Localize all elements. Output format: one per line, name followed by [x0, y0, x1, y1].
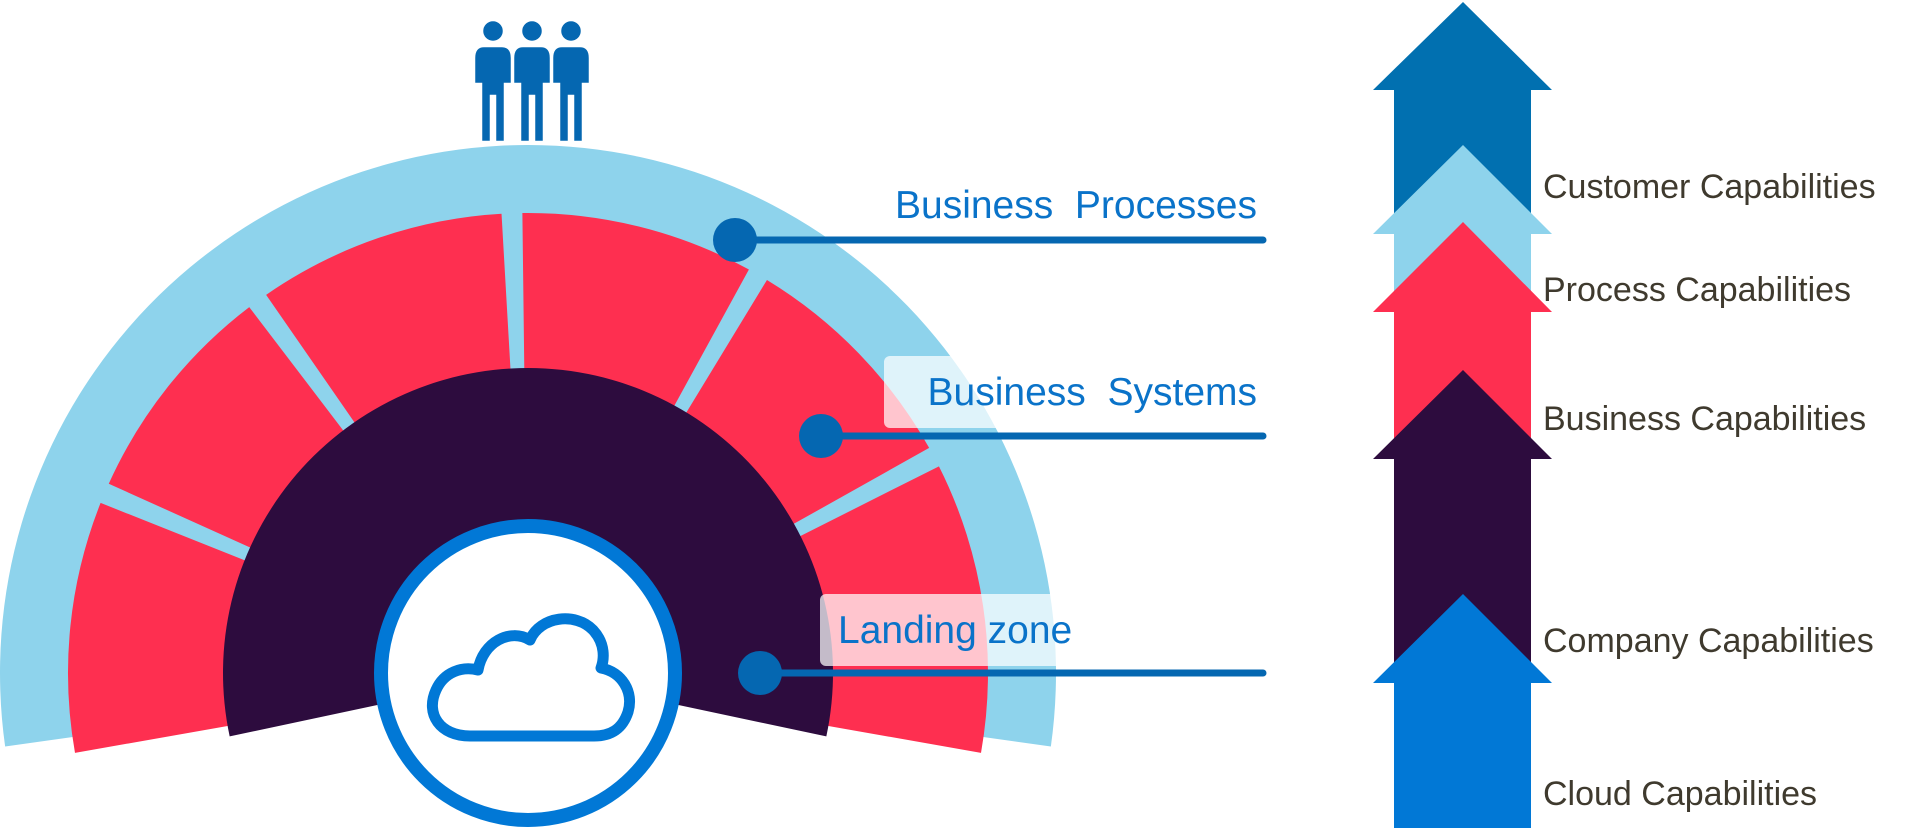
label-company-capabilities: Company Capabilities — [1543, 622, 1874, 660]
red-segment — [522, 212, 749, 410]
arrow-business-capabilities — [1373, 222, 1552, 460]
cloud-disc — [374, 519, 682, 827]
people-group-icon — [472, 18, 592, 144]
person-icon — [550, 18, 592, 144]
label-customer-capabilities: Customer Capabilities — [1543, 168, 1876, 206]
cloud-icon — [426, 613, 635, 742]
callout-dot — [738, 651, 782, 695]
person-icon — [472, 18, 514, 144]
red-segment — [68, 502, 250, 753]
callout-business-systems: Business Systems — [799, 356, 1267, 458]
callout-label-business-systems: Business Systems — [928, 371, 1257, 414]
arrow-company-capabilities — [1373, 370, 1552, 683]
label-process-capabilities: Process Capabilities — [1543, 271, 1851, 309]
callout-label-backdrop — [820, 594, 1090, 666]
callout-label-backdrop — [884, 356, 1264, 428]
arrow-customer-capabilities — [1373, 2, 1552, 235]
person-icon — [511, 18, 553, 144]
arrow-cloud-capabilities — [1373, 594, 1552, 828]
callout-label-landing-zone: Landing zone — [838, 609, 1072, 652]
callout-dot — [799, 414, 843, 458]
callout-business-processes: Business Processes — [713, 184, 1267, 262]
label-business-capabilities: Business Capabilities — [1543, 400, 1866, 438]
capability-labels: Customer Capabilities Process Capabiliti… — [1543, 168, 1876, 813]
callout-dot — [713, 218, 757, 262]
layered-semicircle — [0, 145, 1057, 827]
label-cloud-capabilities: Cloud Capabilities — [1543, 775, 1817, 813]
red-segment — [266, 213, 511, 427]
capability-arrow-stack — [1373, 2, 1552, 828]
callout-landing-zone: Landing zone — [738, 594, 1267, 695]
callout-label-business-processes: Business Processes — [895, 184, 1257, 227]
